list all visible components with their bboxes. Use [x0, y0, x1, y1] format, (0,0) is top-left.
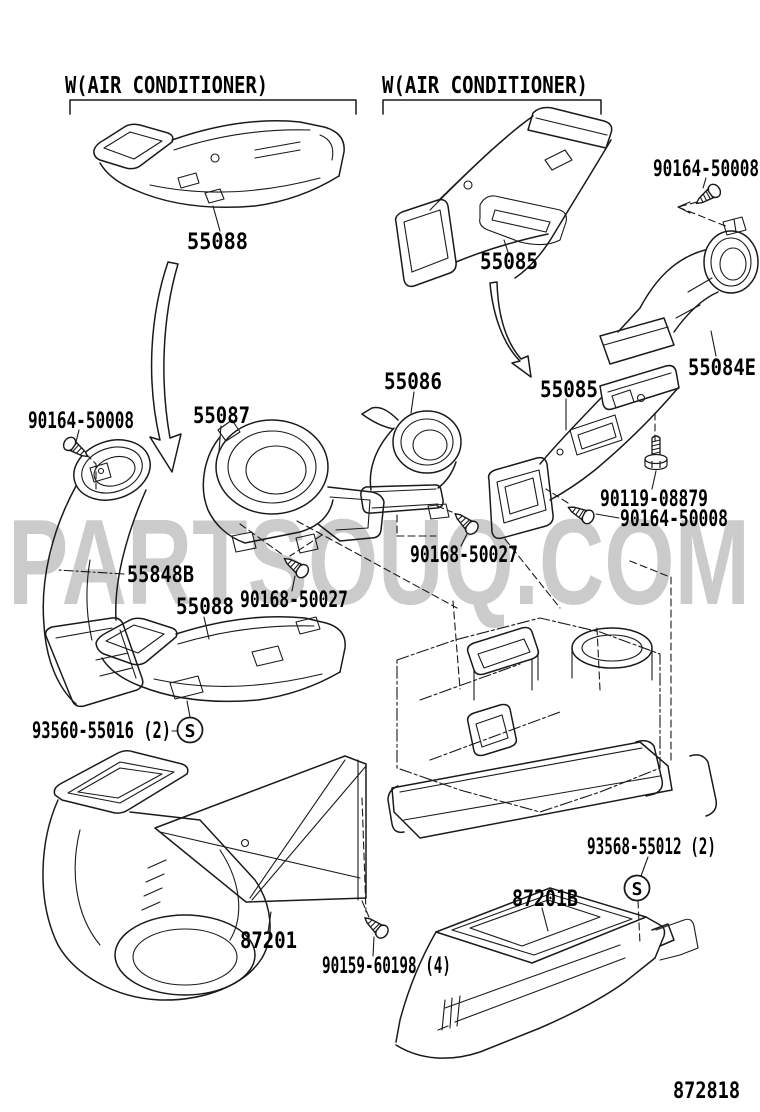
leader-lines	[57, 177, 717, 957]
part-label-55087: 55087	[193, 404, 250, 429]
part-label-55084E: 55084E	[688, 356, 756, 381]
assembly-direction-arrow-left	[149, 261, 182, 473]
s-marker-letter: S	[632, 879, 643, 900]
part-label-90159: 90159-60198 (4)	[322, 954, 451, 979]
s-marker-letter: S	[185, 721, 196, 742]
group-label-air-conditioner-right: W(AIR CONDITIONER)	[382, 73, 588, 99]
duct-55085-mid-drawing	[487, 364, 680, 540]
duct-55085-top-drawing	[394, 106, 613, 288]
diagram-number: 872818	[673, 1079, 740, 1104]
callout-labels: W(AIR CONDITIONER) W(AIR CONDITIONER) 55…	[28, 73, 759, 1104]
register-55087-drawing	[202, 419, 385, 554]
screw-icon-bottom	[359, 911, 392, 942]
part-label-93568: 93568-55012 (2)	[587, 835, 716, 860]
duct-55088-lower-drawing	[95, 616, 346, 703]
part-label-93560: 93560-55016 (2)	[32, 719, 171, 744]
heater-unit-phantom-drawing	[387, 617, 718, 839]
part-label-55088-top: 55088	[187, 230, 248, 255]
dashed-alignment-lines	[85, 201, 729, 945]
group-label-air-conditioner-left: W(AIR CONDITIONER)	[65, 73, 268, 99]
duct-55088-top-drawing	[93, 120, 345, 208]
s-marker-lower-left: S	[176, 716, 204, 744]
part-label-90119: 90119-08879	[600, 487, 708, 512]
part-label-55088-lower: 55088	[176, 595, 234, 620]
assembly-87201-drawing	[42, 749, 367, 1001]
part-label-55085-top: 55085	[480, 250, 538, 275]
bracket-right	[382, 99, 602, 115]
part-label-90164-left: 90164-50008	[28, 409, 134, 434]
part-label-55086: 55086	[384, 370, 442, 395]
s-marker-bottom-right: S	[623, 874, 651, 902]
bolt-icon-90119	[644, 435, 668, 471]
part-label-55848B: 55848B	[127, 563, 194, 588]
part-label-90168-lower: 90168-50027	[240, 588, 348, 613]
elbow-55086-drawing	[360, 406, 462, 520]
part-label-55085-mid: 55085	[540, 378, 598, 403]
part-label-90168-mid: 90168-50027	[410, 543, 518, 568]
assembly-direction-arrow-mid	[489, 281, 532, 378]
bracket-left	[69, 99, 357, 115]
part-label-87201B: 87201B	[512, 887, 578, 912]
elbow-55848B-drawing	[42, 439, 151, 708]
part-label-90164-top-right: 90164-50008	[653, 157, 759, 182]
screw-icon-top-right	[691, 181, 724, 210]
part-label-90164-right: 90164-50008	[620, 507, 728, 532]
elbow-55084E-drawing	[599, 216, 759, 365]
duct-87201B-drawing	[395, 887, 699, 1059]
part-label-87201: 87201	[240, 929, 297, 954]
watermark: PARTSOUQ.COM	[8, 494, 750, 630]
